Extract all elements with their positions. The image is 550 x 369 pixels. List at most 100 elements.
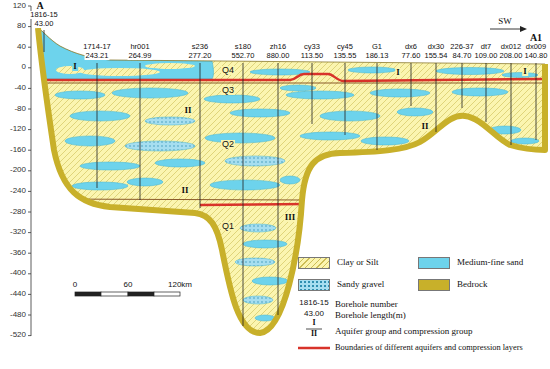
legend-label: Clay or Silt (336, 258, 380, 267)
sand-lens (112, 88, 188, 98)
axis-label: -440 (9, 290, 27, 298)
direction-arrow (490, 26, 527, 32)
borehole-line (486, 63, 487, 122)
borehole-number: s236 (191, 43, 209, 51)
legend-label: Borehole number (334, 300, 399, 309)
borehole-length: 186.13 (365, 52, 390, 60)
axis-tick (28, 6, 31, 7)
borehole-length: 140.80 (524, 52, 549, 60)
legend-swatch (418, 279, 450, 291)
borehole-length: 135.55 (333, 52, 358, 60)
axis-label: -80 (13, 105, 27, 113)
borehole-line (97, 63, 98, 188)
sand-lens (205, 133, 275, 143)
borehole-number: s180 (234, 43, 252, 51)
bedrock (38, 28, 545, 333)
sand-lens (235, 258, 275, 266)
legend-label: Sandy gravel (336, 280, 385, 289)
axis-label: -120 (9, 125, 27, 133)
direction-label: SW (497, 17, 513, 26)
axis-label: -320 (9, 228, 27, 236)
borehole-number: hr001 (129, 43, 150, 51)
sand-lens (243, 240, 287, 248)
legend-label: Borehole length(m) (334, 311, 407, 320)
borehole-length: 277.20 (188, 52, 213, 60)
stratum-label: Q3 (221, 86, 235, 95)
axis-tick (28, 170, 31, 171)
scale-bar (75, 292, 180, 296)
aquifer-group: I (522, 67, 528, 76)
axis-tick (28, 109, 31, 110)
legend-sample: II (310, 330, 318, 338)
axis-tick (28, 47, 31, 48)
axis-label: -360 (9, 249, 27, 257)
borehole-length: 155.54 (424, 52, 449, 60)
aquifer-group: II (180, 186, 189, 195)
sand-lens (361, 137, 409, 145)
axis-label: -480 (9, 311, 27, 319)
aquifer-group: II (420, 122, 429, 131)
borehole-number: dt7 (480, 43, 492, 51)
sand-lens (320, 111, 380, 121)
axis-label: 120 (12, 2, 27, 10)
scale-label: 120km (167, 281, 193, 289)
borehole-number: 226-37 (449, 43, 474, 51)
sand-lens (72, 182, 128, 190)
borehole-number: 1714-17 (82, 43, 112, 51)
borehole-line (345, 63, 346, 135)
borehole-line (462, 63, 463, 108)
sand-lens (230, 109, 290, 117)
borehole-number: zh16 (269, 43, 287, 51)
sand-lens (452, 88, 508, 96)
borehole-line (312, 63, 313, 124)
axis-label: -520 (9, 331, 27, 339)
legend-swatch (298, 257, 330, 269)
stratum-label: Q1 (221, 222, 235, 231)
borehole-line (140, 63, 141, 200)
borehole-number: dx012 (500, 43, 522, 51)
axis-tick (28, 129, 31, 130)
clay-fill (38, 28, 545, 333)
borehole-length: 84.70 (452, 52, 473, 60)
sand-lens (502, 73, 538, 78)
axis-tick (28, 191, 31, 192)
borehole-number: cy33 (303, 43, 321, 51)
borehole-length: 113.50 (300, 52, 324, 60)
borehole-length: 243.21 (85, 52, 110, 60)
sand-lens (300, 132, 360, 140)
borehole-line (44, 30, 45, 52)
sand-lens (397, 108, 433, 116)
sand-lens (286, 91, 354, 99)
borehole-number: dx009 (525, 43, 547, 51)
axis-tick (28, 253, 31, 254)
sand-lens (145, 117, 195, 125)
sand-lens (70, 111, 130, 121)
sand-lens (125, 141, 195, 151)
scale-label: 0 (72, 281, 78, 289)
sand-lens (65, 136, 115, 146)
axis-tick (28, 67, 31, 68)
borehole-length: 264.99 (128, 52, 153, 60)
axis-label: -240 (9, 187, 27, 195)
sand-lens (225, 156, 285, 166)
sand-lens (80, 68, 160, 76)
sand-lenses (55, 63, 539, 321)
axis-tick (28, 273, 31, 274)
borehole-line (200, 63, 201, 208)
sand-lens (436, 68, 504, 75)
borehole-lines (44, 30, 536, 326)
sand-lens (127, 178, 163, 186)
section-end: A1 (529, 33, 543, 43)
sand-lens (80, 162, 140, 170)
borehole-line (436, 63, 437, 132)
sand-lens (280, 85, 316, 91)
sand-lens (348, 67, 396, 73)
aquifer-group: III (284, 213, 297, 222)
borehole-length: 552.70 (231, 52, 256, 60)
boundary-line (200, 204, 305, 205)
axis-label: -40 (13, 84, 27, 92)
borehole-length: 77.60 (401, 52, 422, 60)
ground-surface (38, 28, 545, 64)
borehole-line (536, 63, 537, 140)
